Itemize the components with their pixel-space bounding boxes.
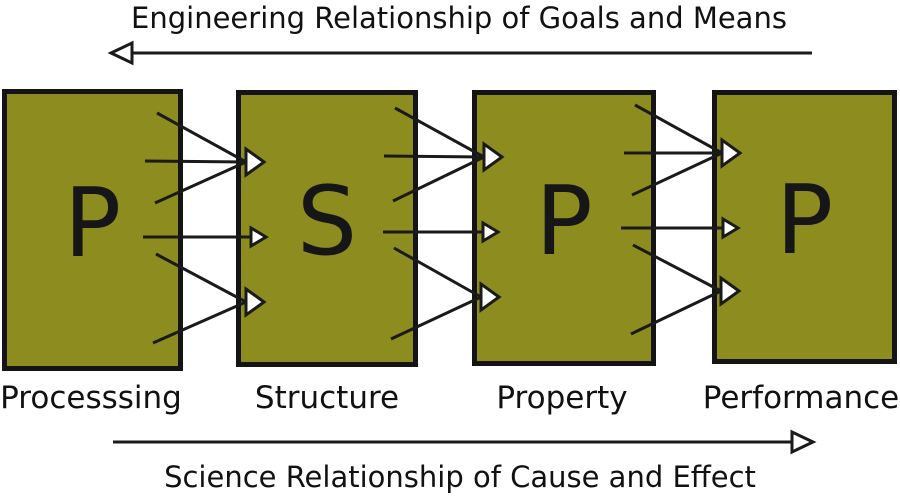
box-structure: S — [236, 90, 418, 367]
top-axis-title: Engineering Relationship of Goals and Me… — [131, 1, 787, 35]
science-arrowhead-icon — [790, 429, 817, 455]
box-performance-letter: P — [775, 165, 834, 276]
bottom-axis-title: Science Relationship of Cause and Effect — [164, 460, 756, 494]
engineering-arrowhead-icon — [107, 40, 134, 66]
box-label-performance: Performance — [702, 380, 900, 416]
box-property: P — [472, 90, 656, 366]
box-structure-letter: S — [296, 167, 358, 277]
box-processing: P — [2, 89, 183, 371]
box-processing-letter: P — [63, 168, 122, 279]
box-property-letter: P — [535, 166, 593, 277]
box-label-processing: Processsing — [0, 380, 182, 416]
box-label-structure: Structure — [254, 380, 400, 416]
box-label-property: Property — [496, 380, 628, 416]
box-performance: P — [712, 90, 897, 364]
